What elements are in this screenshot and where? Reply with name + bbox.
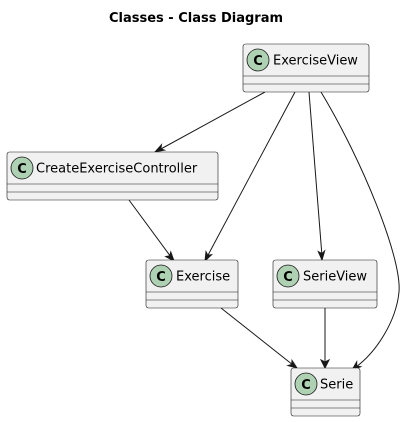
class-serie: C Serie bbox=[290, 367, 361, 417]
class-exercise-name: Exercise bbox=[176, 270, 230, 285]
class-icon bbox=[10, 156, 34, 180]
arrowhead-exercise-from-exerciseview bbox=[204, 249, 214, 263]
arrowhead-serie-from-serieview bbox=[319, 358, 331, 370]
edge-exerciseview-serieview bbox=[308, 91, 323, 257]
class-serieview-box bbox=[272, 259, 378, 309]
class-serieview: C SerieView bbox=[272, 259, 378, 309]
edge-exercise-serie bbox=[220, 307, 294, 366]
class-exerciseview-name: ExerciseView bbox=[273, 54, 358, 69]
arrowhead-createexercisecontroller bbox=[153, 143, 167, 153]
diagram-title: Classes - Class Diagram bbox=[109, 11, 283, 26]
class-serieview-name: SerieView bbox=[303, 270, 367, 285]
class-serie-name: Serie bbox=[320, 378, 353, 393]
class-icon bbox=[294, 372, 318, 396]
class-icon bbox=[276, 264, 300, 288]
arrowhead-serie-from-exercise bbox=[286, 358, 299, 369]
arrowhead-exercise-from-controller bbox=[164, 250, 175, 263]
class-icon bbox=[149, 264, 173, 288]
class-icon bbox=[246, 48, 270, 72]
class-createexercisecontroller: C CreateExerciseController bbox=[6, 151, 219, 201]
class-exercise: C Exercise bbox=[145, 259, 239, 309]
class-icon-letter: C bbox=[283, 270, 293, 285]
edge-createexercisecontroller-exercise bbox=[128, 199, 172, 258]
class-icon-letter: C bbox=[301, 378, 311, 393]
edge-exerciseview-serie bbox=[320, 91, 400, 368]
arrowhead-serieview bbox=[317, 249, 326, 262]
class-icon-letter: C bbox=[253, 54, 263, 69]
class-icon-letter: C bbox=[156, 270, 166, 285]
class-exerciseview-box bbox=[242, 43, 370, 93]
edge-exerciseview-exercise bbox=[206, 91, 296, 258]
class-createexercisecontroller-box bbox=[6, 151, 219, 201]
class-icon-letter: C bbox=[17, 162, 27, 177]
class-createexercisecontroller-name: CreateExerciseController bbox=[36, 162, 198, 177]
class-exerciseview: C ExerciseView bbox=[242, 43, 370, 93]
relations bbox=[128, 91, 400, 371]
edge-exerciseview-createexercisecontroller bbox=[158, 91, 266, 151]
